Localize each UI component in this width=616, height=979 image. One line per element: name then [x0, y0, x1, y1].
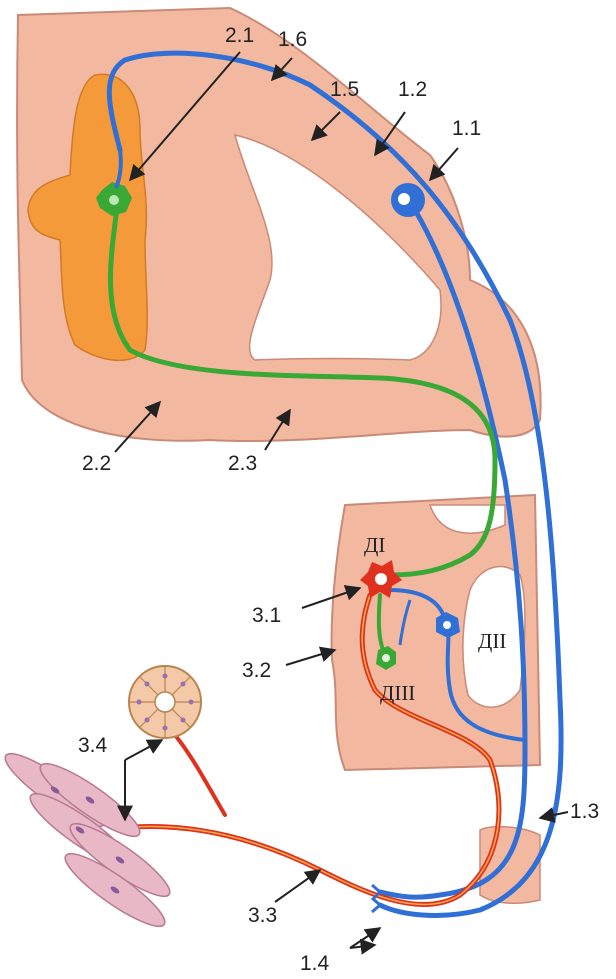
label-ganglion-dii: ДІІ [478, 629, 506, 653]
postganglionic-branch [175, 735, 225, 815]
label-3-4: 3.4 [78, 734, 108, 757]
label-1-4: 1.4 [300, 952, 330, 975]
sensory-neuron-nucleus [398, 193, 410, 205]
label-3-3: 3.3 [248, 904, 277, 927]
effector-neuron-nucleus [375, 573, 387, 585]
label-ganglion-diii: ДІІІ [380, 681, 415, 705]
label-2-2: 2.2 [82, 452, 111, 475]
ganglion-neuron-dii-nucleus [443, 621, 451, 629]
label-1-5: 1.5 [330, 78, 359, 101]
label-1-3: 1.3 [570, 800, 599, 823]
label-2-1: 2.1 [225, 24, 254, 47]
label-3-1: 3.1 [252, 604, 281, 627]
label-ganglion-di: ДІ [364, 533, 385, 557]
label-1-6: 1.6 [278, 28, 307, 51]
label-1-1: 1.1 [452, 117, 481, 140]
label-1-2: 1.2 [398, 78, 427, 101]
label-2-3: 2.3 [228, 452, 257, 475]
smooth-muscle [0, 744, 177, 936]
ganglion-neuron-diii-nucleus [382, 654, 390, 662]
interneuron-nucleus [109, 195, 119, 205]
label-3-2: 3.2 [242, 659, 271, 682]
